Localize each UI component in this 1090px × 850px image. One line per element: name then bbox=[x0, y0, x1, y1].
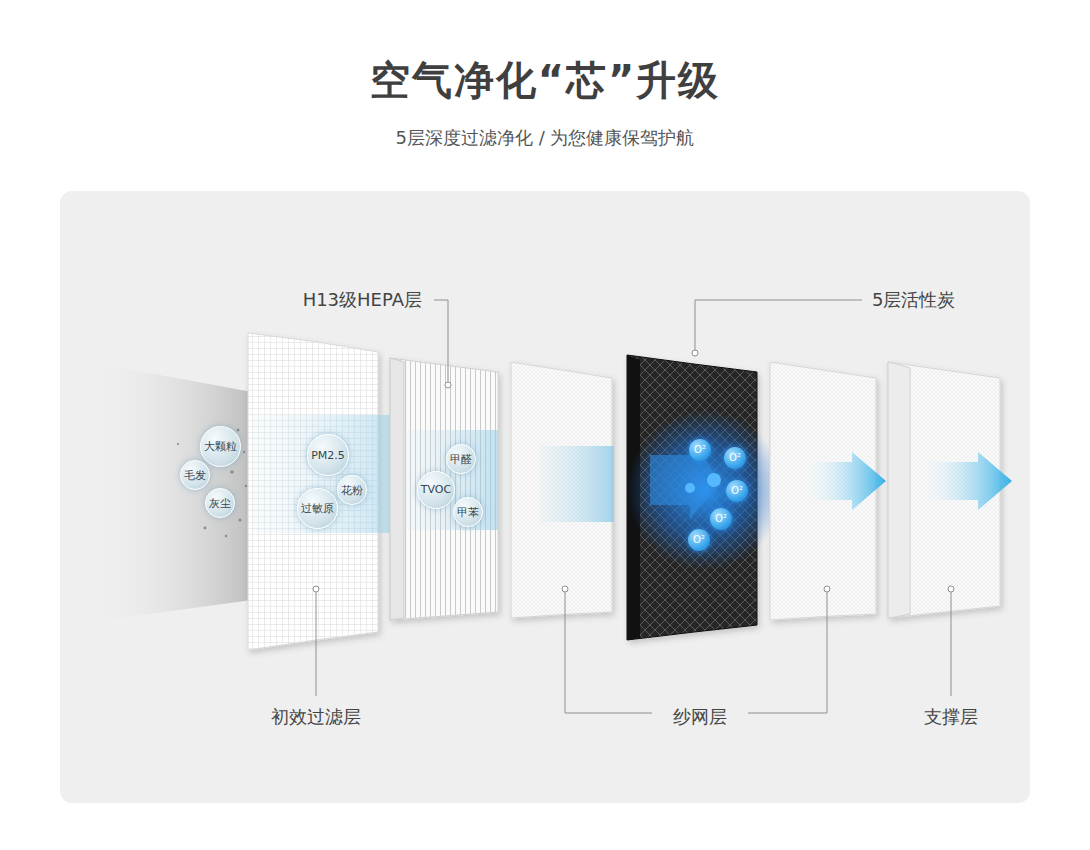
page-title: 空气净化“芯”升级 bbox=[370, 53, 721, 108]
leader-dot bbox=[692, 350, 698, 356]
pollutant-bubble: 过敏原 bbox=[297, 488, 338, 529]
pollutant-bubble: TVOC bbox=[417, 471, 455, 509]
carbon-glow bbox=[627, 410, 783, 570]
bubble-text: O² bbox=[731, 486, 743, 496]
pollutant-bubble: 甲苯 bbox=[453, 497, 483, 527]
dust-air-beam bbox=[90, 362, 252, 622]
carbon-flow-arrow bbox=[650, 440, 720, 520]
pollutant-bubble: 毛发 bbox=[180, 460, 210, 490]
flow-arrow bbox=[800, 452, 886, 510]
clean-air-beam bbox=[404, 430, 498, 530]
clean-air-beam bbox=[540, 446, 614, 522]
oxygen-dot bbox=[707, 473, 721, 487]
pollutant-bubble: 甲醛 bbox=[446, 444, 476, 474]
leader-line bbox=[695, 300, 862, 350]
pollutant-bubble: 花粉 bbox=[337, 475, 367, 505]
bubble-text: O² bbox=[693, 535, 705, 545]
bubble-text: PM2.5 bbox=[311, 450, 345, 461]
leader-line bbox=[316, 592, 317, 696]
bubble-text: 大颗粒 bbox=[204, 441, 237, 452]
pollutant-bubble: 大颗粒 bbox=[200, 426, 241, 467]
leader-line bbox=[748, 592, 827, 713]
oxygen-dot bbox=[685, 483, 695, 493]
bubble-text: O² bbox=[729, 453, 741, 463]
dust-dot bbox=[238, 518, 241, 521]
bubble-text: 毛发 bbox=[184, 470, 206, 481]
layer-label: 初效过滤层 bbox=[271, 705, 361, 729]
leader-dot bbox=[562, 586, 568, 592]
pollutant-bubble: PM2.5 bbox=[307, 434, 349, 476]
leader-dot bbox=[313, 586, 319, 592]
bubble-text: 灰尘 bbox=[209, 498, 231, 509]
dust-dot bbox=[245, 485, 248, 488]
oxygen-bubble: O² bbox=[688, 529, 710, 551]
layer-label: 支撑层 bbox=[924, 705, 978, 729]
bubble-text: O² bbox=[694, 445, 706, 455]
leader-lines bbox=[316, 300, 951, 713]
page-caption: 5层深度过滤净化 / 为您健康保驾护航 bbox=[396, 126, 695, 150]
leader-dots bbox=[313, 350, 954, 592]
pollutant-bubble: 灰尘 bbox=[205, 488, 235, 518]
layer-label: H13级HEPA层 bbox=[303, 288, 422, 312]
bubble-text: 甲醛 bbox=[450, 454, 472, 465]
leader-dot bbox=[948, 586, 954, 592]
dust-dot bbox=[230, 470, 234, 474]
leader-line bbox=[434, 300, 448, 382]
panel-ground bbox=[60, 191, 1030, 803]
oxygen-bubble: O² bbox=[724, 447, 746, 469]
oxygen-bubble: O² bbox=[726, 480, 748, 502]
leader-line bbox=[565, 592, 652, 713]
flow-arrow bbox=[915, 452, 1012, 510]
bubble-text: 花粉 bbox=[341, 485, 363, 496]
layer-label: 5层活性炭 bbox=[872, 288, 955, 312]
oxygen-bubble: O² bbox=[710, 508, 732, 530]
hepa-edge bbox=[390, 358, 404, 620]
bubble-text: 甲苯 bbox=[457, 507, 479, 518]
dust-dot bbox=[243, 451, 245, 453]
leader-dot bbox=[824, 586, 830, 592]
hepa-layer bbox=[390, 358, 498, 620]
dust-dot bbox=[177, 443, 179, 445]
bubble-text: O² bbox=[715, 514, 727, 524]
support-edge bbox=[888, 362, 910, 618]
bubble-text: 过敏原 bbox=[301, 503, 334, 514]
dust-dot bbox=[225, 535, 227, 537]
dust-dot bbox=[204, 527, 207, 530]
leader-dot bbox=[445, 382, 451, 388]
layer-label: 纱网层 bbox=[673, 705, 727, 729]
bubble-text: TVOC bbox=[421, 484, 451, 495]
leader-line bbox=[951, 592, 952, 696]
dust-dot bbox=[237, 429, 240, 432]
oxygen-bubble: O² bbox=[689, 439, 711, 461]
clean-air-beam bbox=[252, 415, 392, 533]
